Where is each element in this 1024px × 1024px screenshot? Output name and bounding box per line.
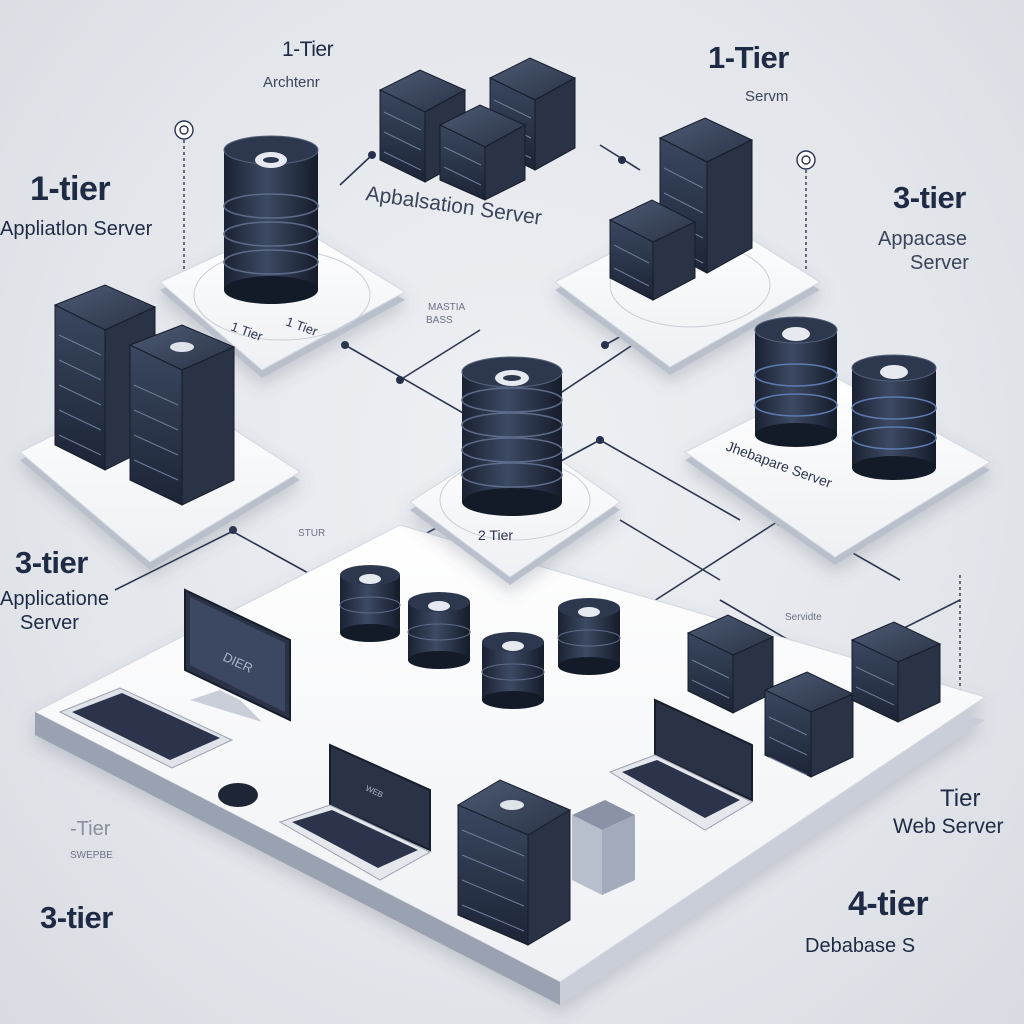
right-tier-subtitle-1: Appacase <box>878 228 967 250</box>
right-lower-tier-subtitle: Web Server <box>893 815 1004 838</box>
small-note-4: Servidte <box>785 612 822 623</box>
mid-left-tier-subtitle-1: Applicatione <box>0 588 109 610</box>
left-tier-subtitle: Appliatlon Server <box>0 218 153 240</box>
top-right-tier-subtitle: Servm <box>745 88 789 105</box>
bottom-right-tier-title: 4-tier <box>848 885 929 923</box>
right-tier-title: 3-tier <box>893 180 966 215</box>
right-lower-tier-title: Tier <box>940 785 981 812</box>
database-cylinder-stack-top-left <box>223 135 319 304</box>
desktop-workstation <box>58 588 291 807</box>
server-cabinets-left <box>53 284 236 506</box>
bottom-right-tier-subtitle: Debabase S <box>805 935 916 957</box>
top-left-tier-subtitle: Archtenr <box>263 74 320 91</box>
bottom-left-faded-subtitle: SWEPBE <box>70 850 113 861</box>
server-cabinets-top-right <box>608 117 754 301</box>
bottom-left-tier-title: 3-tier <box>40 900 113 935</box>
server-stack-bottom-center <box>456 779 635 946</box>
database-cylinders-right <box>754 316 937 480</box>
server-cabinets-right-lower <box>686 614 942 778</box>
bottom-left-faded-title: -Tier <box>70 818 111 840</box>
small-note-3: STUR <box>298 528 326 539</box>
center-top-label: Apbalsation Server <box>364 182 543 229</box>
mid-left-tier-subtitle-2: Server <box>20 612 79 634</box>
mid-left-tier-title: 3-tier <box>15 545 88 580</box>
server-cabinets-top-center <box>378 57 577 201</box>
center-platform-label: 2 Tier <box>478 527 513 543</box>
small-note-1: MASTIA <box>428 302 466 313</box>
left-tier-title: 1-tier <box>30 170 111 208</box>
small-note-2: BASS <box>426 315 453 326</box>
top-left-tier-title: 1-Tier <box>282 38 334 61</box>
database-cylinder-stack-center <box>461 356 563 516</box>
location-pins <box>174 120 961 700</box>
small-database-cylinders <box>339 565 621 709</box>
laptop-right <box>608 698 754 831</box>
top-right-tier-title: 1-Tier <box>708 40 789 75</box>
laptop-center <box>278 743 432 881</box>
right-tier-subtitle-2: Server <box>910 252 969 274</box>
